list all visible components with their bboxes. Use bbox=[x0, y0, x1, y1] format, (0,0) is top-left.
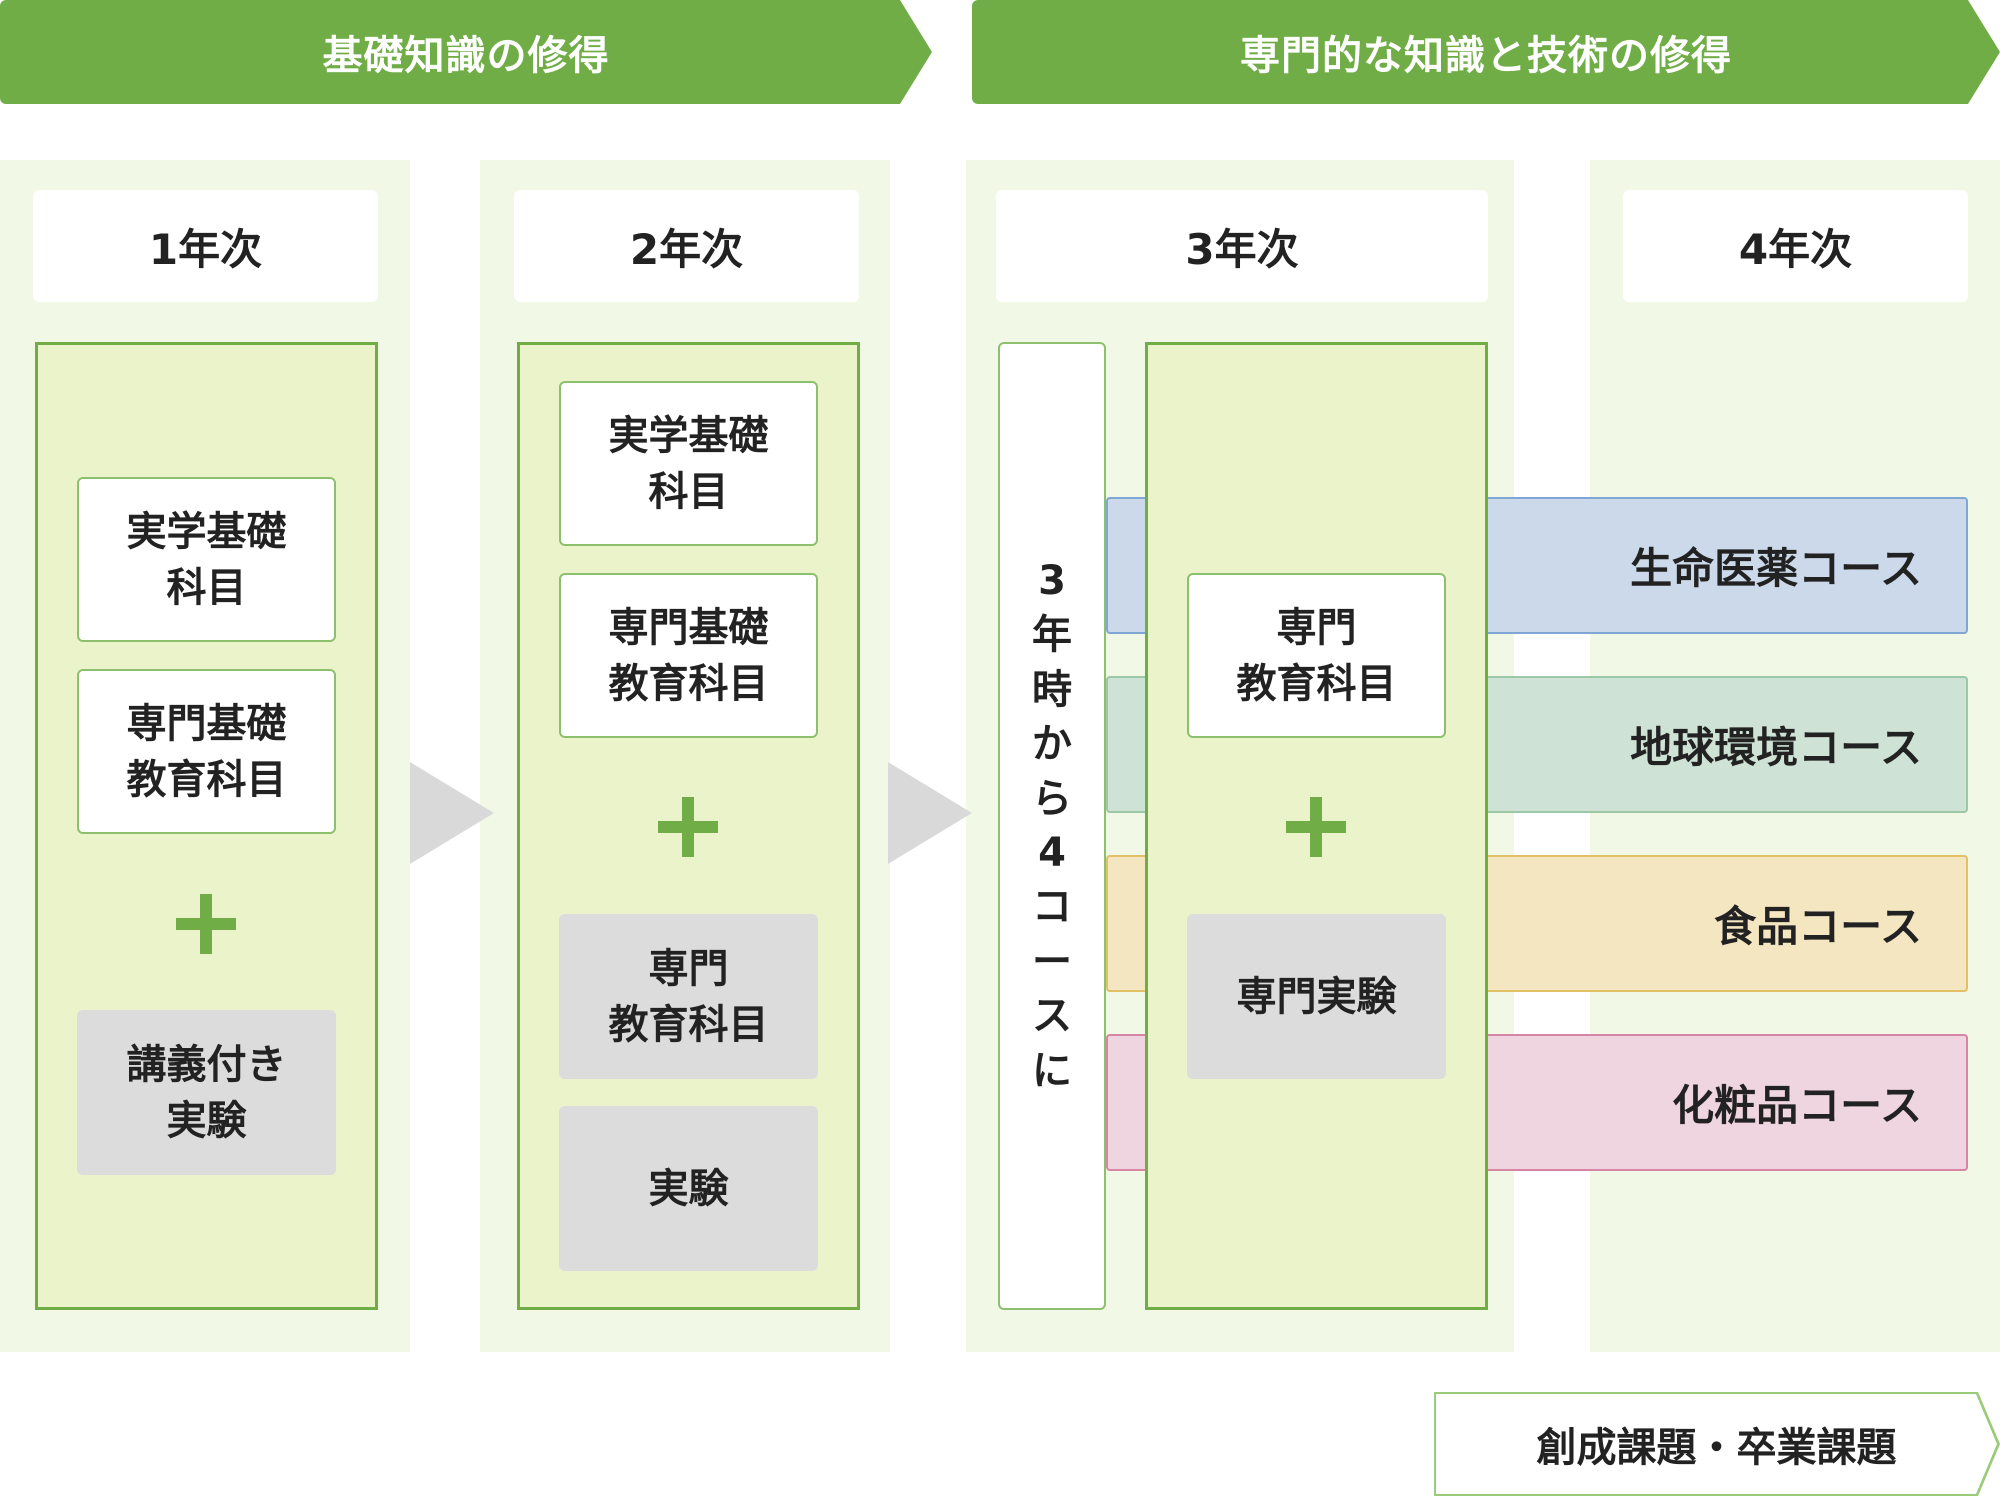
year2-practical-basic-subjects: 実学基礎 科目 bbox=[559, 381, 818, 546]
year-header-3-label: 3年次 bbox=[1185, 224, 1299, 274]
course-label: 食品コース bbox=[1714, 902, 1922, 951]
year-header-4: 4年次 bbox=[1623, 190, 1968, 302]
plus-icon bbox=[658, 797, 718, 857]
year1-practical-basic-subjects: 実学基礎 科目 bbox=[77, 477, 336, 642]
phase-banner-specialized-label: 専門的な知識と技術の修得 bbox=[1240, 33, 1732, 79]
year2-lab: 実験 bbox=[559, 1106, 818, 1271]
year-header-3: 3年次 bbox=[996, 190, 1488, 302]
year-header-2: 2年次 bbox=[514, 190, 859, 302]
course-label: 化粧品コース bbox=[1672, 1081, 1922, 1130]
year-header-4-label: 4年次 bbox=[1738, 224, 1853, 274]
year3-specialized-lab: 専門実験 bbox=[1187, 914, 1446, 1079]
year1-specialized-basic-subjects-label: 専門基礎 教育科目 bbox=[126, 700, 287, 803]
year-header-1-label: 1年次 bbox=[148, 224, 263, 274]
year3-specialized-subjects: 専門 教育科目 bbox=[1187, 573, 1446, 738]
year3-specialized-lab-label: 専門実験 bbox=[1236, 973, 1397, 1020]
final-project-box: 創成課題・卒業課題 bbox=[1436, 1394, 1997, 1494]
year2-practical-basic-subjects-label: 実学基礎 科目 bbox=[608, 412, 769, 515]
year1-lab-with-lecture-label: 講義付き 実験 bbox=[126, 1041, 287, 1144]
phase-banner-basic: 基礎知識の修得 bbox=[0, 0, 932, 104]
plus-icon bbox=[1286, 797, 1346, 857]
course-label: 生命医薬コース bbox=[1630, 544, 1922, 593]
year2-lab-label: 実験 bbox=[648, 1165, 729, 1212]
year1-specialized-basic-subjects: 専門基礎 教育科目 bbox=[77, 669, 336, 834]
phase-banner-specialized: 専門的な知識と技術の修得 bbox=[972, 0, 2000, 104]
year3-course-split-label: 3年時から4コースに bbox=[998, 342, 1106, 1310]
year1-lab-with-lecture: 講義付き 実験 bbox=[77, 1010, 336, 1175]
year3-specialized-subjects-label: 専門 教育科目 bbox=[1236, 604, 1397, 707]
year2-specialized-subjects: 専門 教育科目 bbox=[559, 914, 818, 1079]
plus-icon bbox=[176, 894, 236, 954]
year2-specialized-basic-subjects: 専門基礎 教育科目 bbox=[559, 573, 818, 738]
year2-specialized-subjects-label: 専門 教育科目 bbox=[608, 945, 769, 1048]
year3-course-split-text: 3年時から4コースに bbox=[1032, 558, 1072, 1094]
final-project-label: 創成課題・卒業課題 bbox=[1536, 1425, 1897, 1471]
arrow-right-icon bbox=[888, 762, 972, 864]
year-header-2-label: 2年次 bbox=[629, 224, 744, 274]
year1-practical-basic-subjects-label: 実学基礎 科目 bbox=[126, 508, 287, 611]
phase-banner-basic-label: 基礎知識の修得 bbox=[322, 33, 610, 79]
year2-specialized-basic-subjects-label: 専門基礎 教育科目 bbox=[608, 604, 769, 707]
course-label: 地球環境コース bbox=[1630, 723, 1922, 772]
year-header-1: 1年次 bbox=[33, 190, 378, 302]
final-project-arrow: 創成課題・卒業課題 bbox=[1434, 1392, 2000, 1496]
